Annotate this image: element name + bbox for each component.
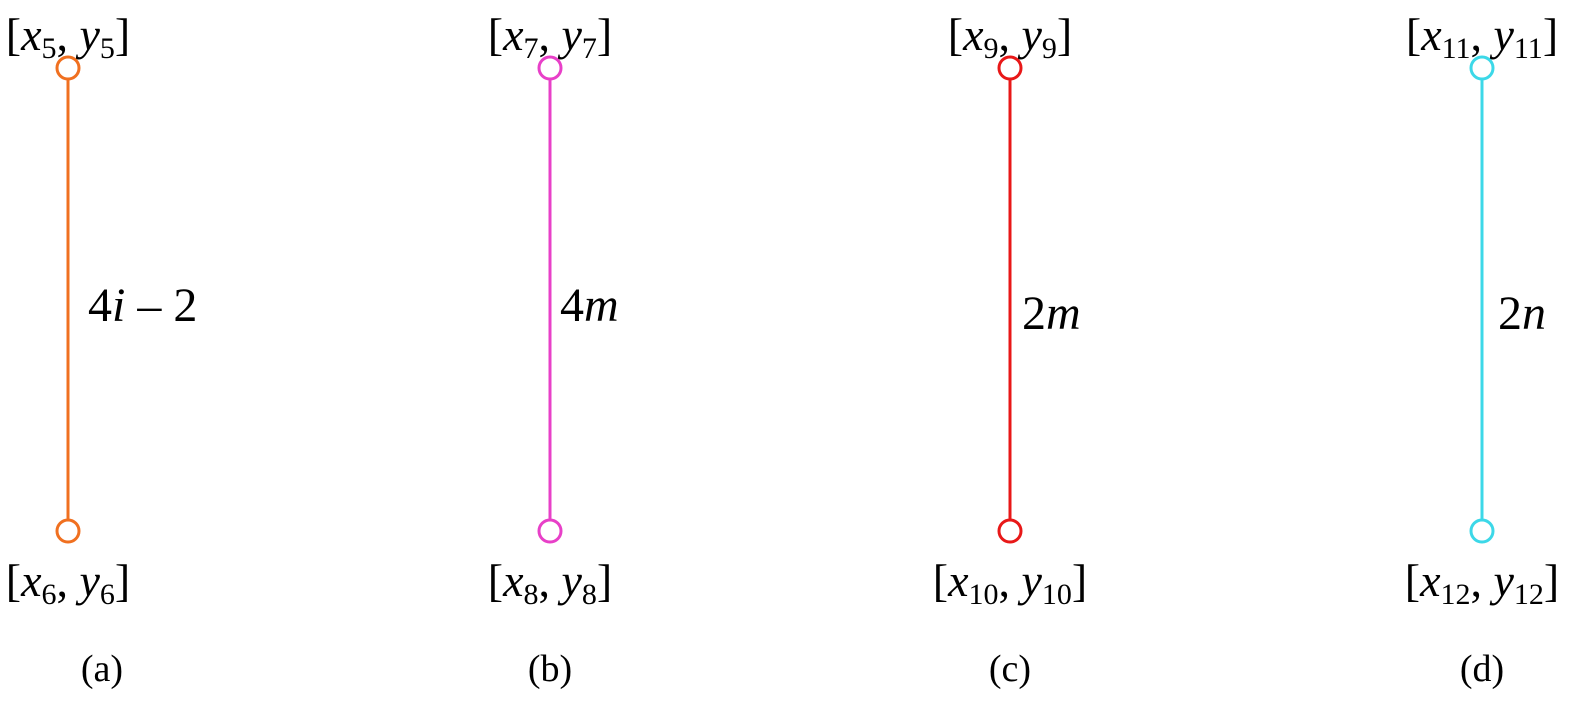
panel-c: [x9, y9] 2m [x10, y10] (c) (933, 0, 1262, 702)
edge-weight-label: 4i – 2 (88, 279, 198, 332)
edge-graphic (1469, 55, 1495, 544)
bottom-vertex-label: [x8, y8] (487, 555, 613, 611)
top-vertex (537, 55, 563, 81)
panel-caption: (b) (527, 648, 573, 690)
bottom-vertex-label: [x6, y6] (5, 555, 131, 611)
edge-weight-label: 2m (1022, 287, 1081, 340)
bottom-vertex-label: [x10, y10] (932, 555, 1088, 611)
top-vertex-label: [x9, y9] (947, 9, 1073, 65)
panel-caption: (a) (80, 648, 124, 690)
edge-graphic (55, 55, 81, 544)
bottom-vertex (997, 518, 1023, 544)
top-vertex-label: [x11, y11] (1405, 9, 1559, 65)
edge-weight-label: 2n (1498, 287, 1546, 340)
top-vertex (1469, 55, 1495, 81)
bottom-vertex (1469, 518, 1495, 544)
top-vertex-label: [x5, y5] (5, 9, 131, 65)
panel-caption: (d) (1459, 648, 1505, 690)
bottom-vertex-label: [x12, y12] (1404, 555, 1560, 611)
bottom-vertex (55, 518, 81, 544)
edge-graphic (537, 55, 563, 544)
bottom-vertex (537, 518, 563, 544)
top-vertex (55, 55, 81, 81)
panel-b: [x7, y7] 4m [x8, y8] (b) (482, 0, 802, 702)
panel-caption: (c) (988, 648, 1032, 690)
panel-d: [x11, y11] 2n [x12, y12] (d) (1405, 0, 1594, 702)
edge-graphic (997, 55, 1023, 544)
top-vertex (997, 55, 1023, 81)
edge-weight-label: 4m (560, 279, 619, 332)
panel-a: [x5, y5] 4i – 2 [x6, y6] (a) (0, 0, 320, 702)
top-vertex-label: [x7, y7] (487, 9, 613, 65)
